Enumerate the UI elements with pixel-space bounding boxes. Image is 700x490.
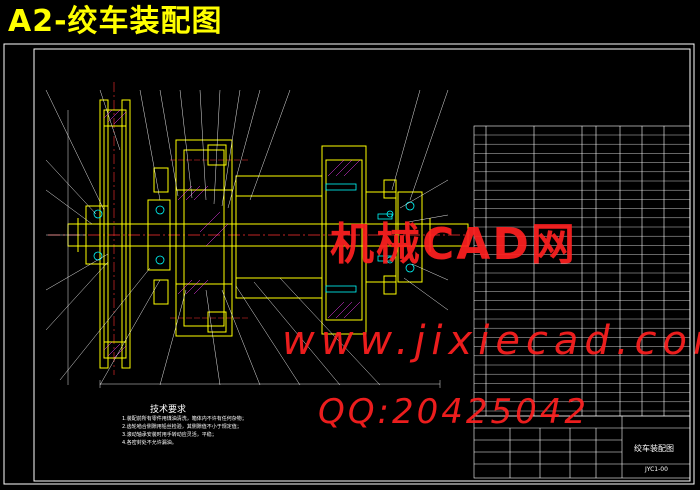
watermark-site-url: www.jixiecad.com <box>282 318 700 364</box>
brake-drum <box>99 99 131 369</box>
technical-note: 3.滚动轴承安装时用手转动应灵活，平稳； <box>122 432 217 438</box>
technical-note: 2.齿轮啮合侧隙用铅丝检验，其侧隙值不小于规定值； <box>122 424 242 430</box>
watermark-site-name: 机械CAD网 <box>330 219 577 270</box>
drawing-title: A2-绞车装配图 <box>8 4 223 39</box>
title-block-drawing-name: 绞车装配图 <box>634 444 674 453</box>
leader-lines <box>45 89 449 386</box>
drum-flange-hatch <box>327 159 361 319</box>
left-bearing-rollers <box>93 205 165 265</box>
watermark-qq: QQ:20425042 <box>318 392 590 432</box>
dimension-lines <box>67 110 441 388</box>
parts-list-rows <box>474 134 690 412</box>
gear-hub <box>175 139 233 337</box>
technical-requirements-heading: 技术要求 <box>150 405 187 415</box>
left-bearing-housing <box>85 167 171 305</box>
gear-hub-hatch <box>177 185 229 295</box>
right-bearing-housing <box>383 179 423 295</box>
title-block <box>473 415 691 479</box>
bolts <box>325 183 393 293</box>
technical-note: 1.装配前所有零件用煤油清洗，箱体内不许有任何杂物； <box>122 416 247 422</box>
technical-note: 4.各密封处不允许漏油。 <box>122 440 177 446</box>
outer-frame <box>3 43 695 485</box>
title-block-drawing-number: JYC1-00 <box>645 466 668 473</box>
